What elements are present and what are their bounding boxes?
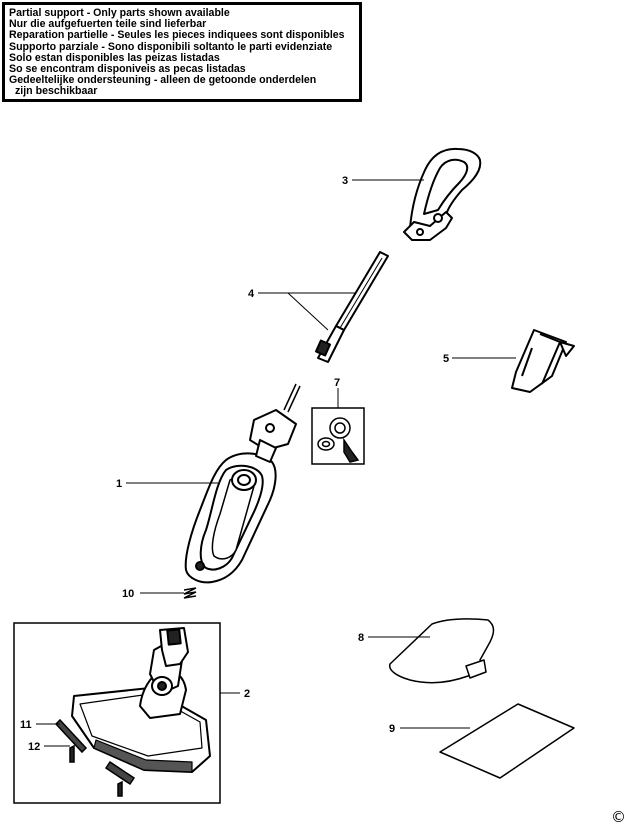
callout-1: 1 bbox=[116, 478, 122, 490]
notice-line: Partial support - Only parts shown avail… bbox=[9, 7, 230, 19]
part-4-tube[interactable] bbox=[314, 251, 389, 363]
notice-line: Reparation partielle - Seules les pieces… bbox=[9, 29, 345, 42]
part-8-pad[interactable] bbox=[388, 618, 495, 684]
notice-line: zijn beschikbaar bbox=[15, 85, 98, 98]
part-9-cloth[interactable] bbox=[439, 703, 575, 779]
callout-12: 12 bbox=[28, 741, 40, 753]
partial-support-notice: Partial support - Only parts shown avail… bbox=[2, 2, 362, 102]
notice-line: Solo estan disponibles las peizas listad… bbox=[9, 51, 220, 64]
notice-line: So se encontram disponiveis as pecas lis… bbox=[9, 63, 246, 76]
callout-9: 9 bbox=[389, 723, 395, 735]
part-2-floor-head[interactable] bbox=[71, 627, 211, 773]
leader-lines bbox=[36, 179, 516, 747]
notice-line: Gedeeltelijke ondersteuning - alleen de … bbox=[9, 74, 317, 87]
part-5-clip[interactable] bbox=[511, 329, 575, 393]
part-11-brush-strip[interactable] bbox=[54, 718, 136, 786]
part-1-main-body[interactable] bbox=[184, 383, 301, 584]
callout-8: 8 bbox=[358, 632, 364, 644]
notice-line: Nur die aufgefuerten teile sind lieferba… bbox=[9, 18, 207, 31]
part-12-screw[interactable] bbox=[69, 744, 123, 797]
callout-4: 4 bbox=[248, 288, 255, 300]
part-10-spring[interactable] bbox=[183, 587, 197, 599]
callout-5: 5 bbox=[443, 353, 449, 365]
callout-10: 10 bbox=[122, 588, 134, 600]
callout-11: 11 bbox=[20, 719, 32, 731]
copyright-symbol: © bbox=[611, 808, 626, 826]
part-7-cap[interactable] bbox=[317, 417, 360, 463]
callout-3: 3 bbox=[342, 175, 348, 187]
callout-2: 2 bbox=[244, 688, 250, 700]
callout-7: 7 bbox=[334, 377, 340, 389]
part-3-handle[interactable] bbox=[403, 147, 482, 241]
notice-line: Supporto parziale - Sono disponibili sol… bbox=[9, 40, 333, 53]
